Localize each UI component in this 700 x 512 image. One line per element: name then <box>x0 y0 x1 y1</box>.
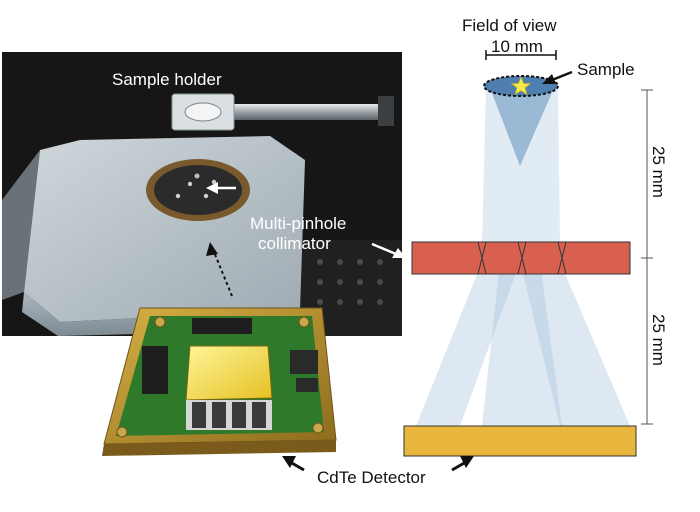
beam-lower-mid <box>482 262 562 426</box>
sample-label: Sample <box>577 60 635 79</box>
fov-bracket <box>485 50 557 60</box>
distance-bottom-label: 25 mm <box>648 314 668 366</box>
distance-bracket <box>641 89 653 425</box>
setup-photo <box>2 52 402 336</box>
beam-lower-left <box>416 262 520 426</box>
detector-arrowhead-right <box>460 456 474 468</box>
detector-link-arrowhead <box>206 242 218 256</box>
detector-arrow-left <box>289 460 305 472</box>
sample-holder-label: Sample holder <box>112 70 222 89</box>
schematic <box>282 50 653 472</box>
detector-link-arrow <box>213 251 233 297</box>
beam-lower-right <box>520 262 630 426</box>
sample-holder-rod <box>171 93 394 131</box>
collimator-block <box>411 241 631 275</box>
sample-arrowhead <box>542 74 556 84</box>
detector-arrowhead-left <box>282 456 296 468</box>
collimator-label-line1: Multi-pinhole <box>250 214 347 233</box>
collimator-arrow <box>371 242 397 256</box>
collimator-label-line2: collimator <box>258 234 331 253</box>
sample-star-icon <box>510 76 532 96</box>
detector-arrow-right <box>451 460 467 472</box>
detector-label: CdTe Detector <box>317 468 426 487</box>
fov-label-line2: 10 mm <box>491 37 543 56</box>
beam-crossover <box>490 88 554 166</box>
shield-box <box>2 136 305 336</box>
distance-top-label: 25 mm <box>648 146 668 198</box>
sample-arrow <box>551 70 573 82</box>
cdte-detector-board <box>102 307 337 456</box>
collimator-arrowhead <box>392 248 406 258</box>
detector-block <box>403 425 637 457</box>
beam-upper <box>482 86 560 244</box>
fov-label-line1: Field of view <box>462 16 557 35</box>
collimator-photo-arrowhead <box>206 182 218 194</box>
